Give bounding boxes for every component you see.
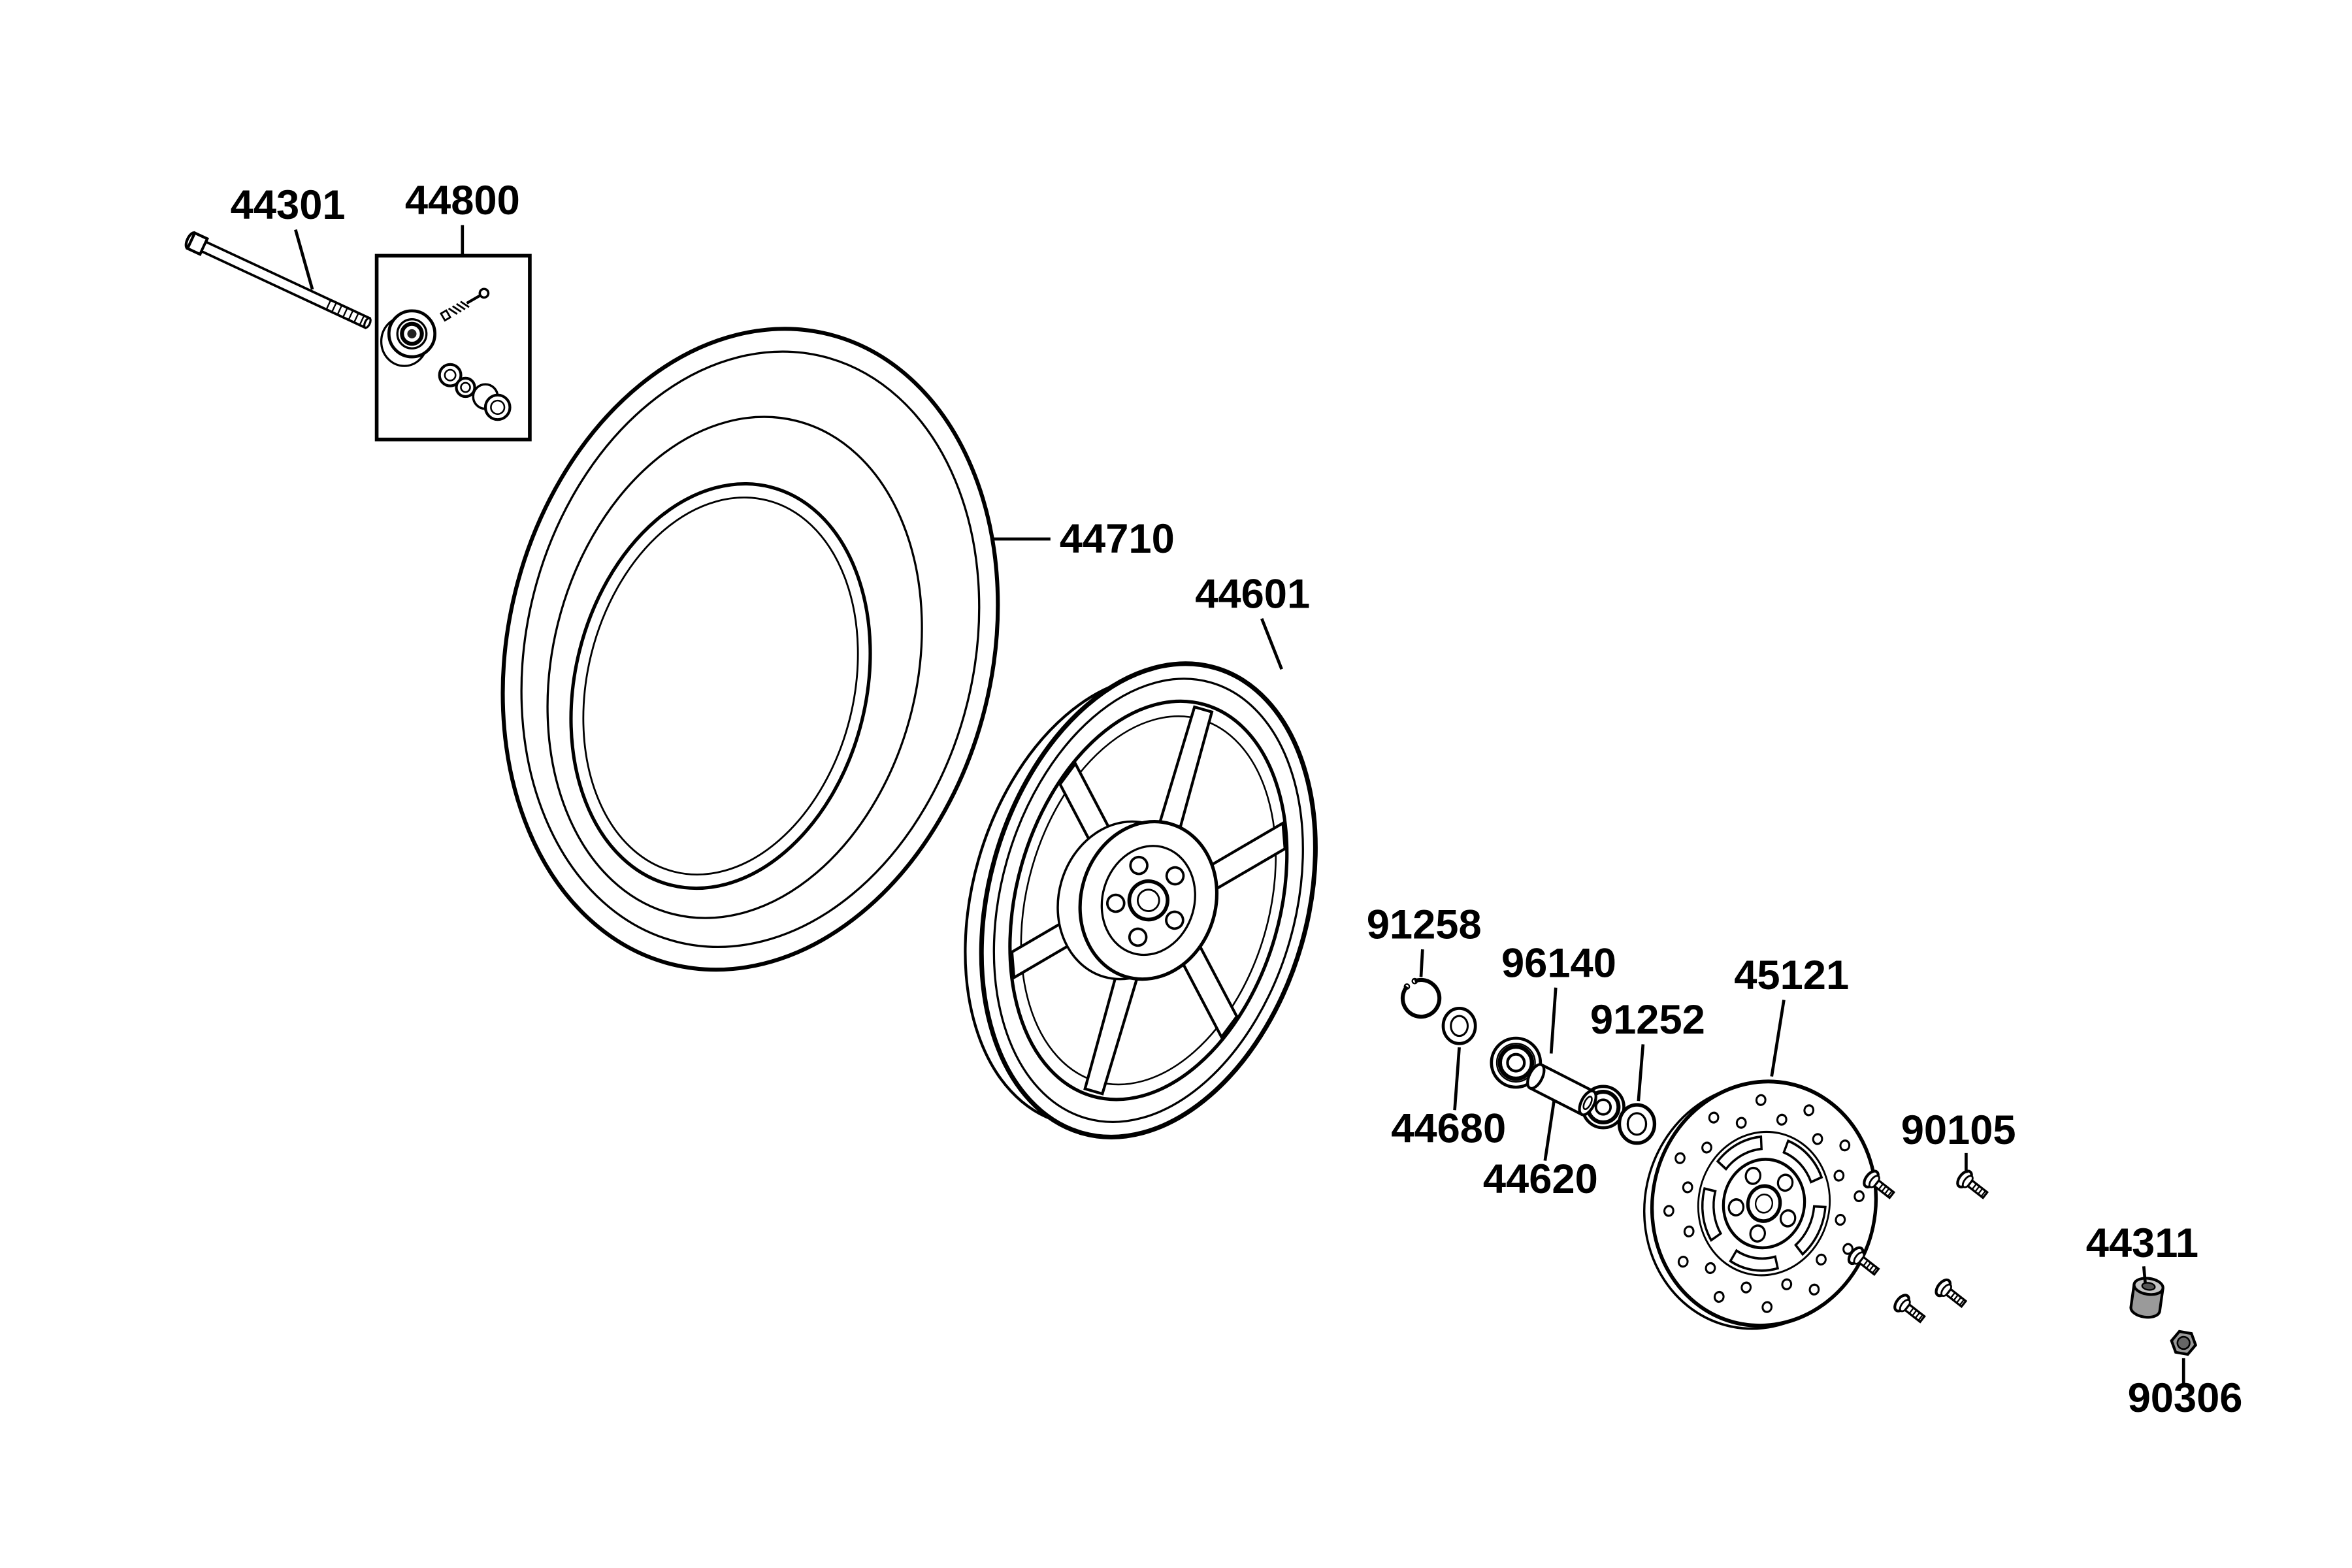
leader-line-wheel	[1260, 618, 1283, 670]
leader-line-brake-disc	[1770, 1000, 1786, 1077]
part-axle-nut: 90306	[2128, 1330, 2243, 1421]
disc-bolt	[1955, 1169, 1991, 1203]
disc-bolt	[1892, 1293, 1928, 1327]
part-label-disc-bolt: 90105	[1901, 1107, 2016, 1153]
tire-bead-opening	[569, 482, 872, 890]
kit-bushing	[472, 383, 512, 421]
disc-vent-slots	[1701, 1135, 1827, 1272]
leader-line-collar	[2142, 1266, 2147, 1284]
leader-line-spacer	[1543, 1099, 1556, 1161]
disc-hub	[1722, 1158, 1806, 1250]
wheel-spokes	[1010, 705, 1286, 1096]
leader-line-seal	[1637, 1044, 1645, 1102]
part-axle-bolt: 44301	[184, 182, 372, 329]
part-label-brake-disc: 45121	[1734, 953, 1849, 998]
part-spacer: 44620	[1483, 1063, 1598, 1202]
leader-line-washer	[1453, 1047, 1461, 1111]
speedo-pin	[440, 287, 490, 322]
part-wheel: 44601	[964, 571, 1318, 1139]
part-label-seal: 91252	[1590, 997, 1705, 1043]
part-label-wheel: 44601	[1195, 571, 1310, 617]
part-brake-disc: 45121	[1643, 953, 1878, 1330]
wheel-hub	[1056, 819, 1219, 981]
part-label-spacer: 44620	[1483, 1156, 1598, 1202]
part-label-axle-nut: 90306	[2128, 1375, 2243, 1421]
disc-bolt	[1933, 1277, 1969, 1311]
speedo-gear-hub	[380, 309, 436, 367]
part-label-axle-bolt: 44301	[231, 182, 346, 228]
part-washer: 44680	[1391, 1007, 1506, 1151]
part-disc-bolts: 90105	[1846, 1107, 2016, 1326]
part-label-hub-kit: 44800	[405, 178, 520, 223]
part-seal: 91252	[1590, 997, 1705, 1145]
part-hub-kit-box: 44800	[374, 178, 532, 442]
disc-drill-holes-inner	[1682, 1113, 1846, 1294]
part-label-bearing: 96140	[1501, 940, 1616, 986]
disc-drill-holes-outer	[1663, 1094, 1865, 1313]
axle-hole	[1127, 879, 1169, 922]
leader-line-snap-ring	[1419, 949, 1424, 977]
part-label-tire: 44710	[1060, 516, 1175, 562]
kit-washers	[438, 363, 476, 399]
leader-line-axle-bolt	[294, 229, 314, 290]
part-label-washer: 44680	[1391, 1105, 1506, 1151]
part-label-snap-ring: 91258	[1367, 902, 1482, 948]
part-collar: 44311	[2086, 1220, 2198, 1319]
part-tire: 44710	[500, 327, 1175, 972]
part-label-collar: 44311	[2086, 1220, 2198, 1266]
part-snap-ring: 91258	[1367, 902, 1482, 1019]
leader-line-bearing	[1549, 987, 1558, 1054]
